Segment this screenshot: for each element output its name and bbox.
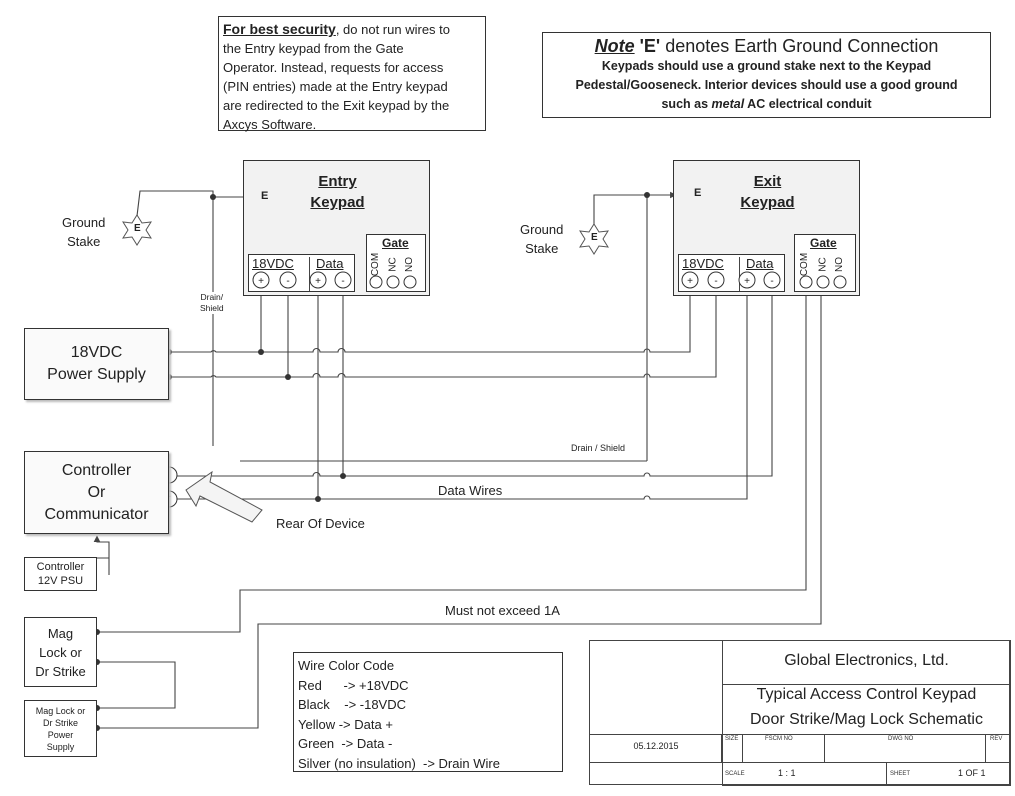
rev-label: REV (990, 736, 1003, 742)
entry-18vdc-label: 18VDC (252, 256, 294, 271)
exit-gate-block: Gate COM NC NO (794, 234, 856, 292)
title-block: Global Electronics, Ltd. Typical Access … (589, 640, 1011, 786)
controller-psu-wire (93, 535, 110, 575)
exit-terminal-block: 18VDC Data (678, 254, 785, 292)
controller-box: Controller Or Communicator (24, 451, 169, 534)
entry-ground-e: E (134, 223, 141, 234)
earth-line-3-post: AC electrical conduit (744, 97, 872, 111)
security-line-5: are redirected to the Exit keypad by the (223, 98, 450, 113)
exit-keypad: Exit Keypad E 18VDC Data Gate COM NC NO (673, 160, 860, 296)
drawing-title-2: Door Strike/Mag Lock Schematic (750, 711, 983, 728)
controller-minus-wire (177, 282, 773, 477)
exit-ground-wire (593, 191, 677, 230)
exit-gate-label: Gate (810, 236, 837, 250)
entry-earth-symbol: E (261, 190, 269, 202)
entry-gate-no: NO (404, 257, 415, 272)
wire-color-silver: Silver (no insulation) -> Drain Wire (298, 755, 500, 771)
entry-terminal-block: 18VDC Data (248, 254, 355, 292)
sheet-value: 1 OF 1 (958, 768, 986, 778)
entry-ground-wire (136, 191, 252, 217)
drain-shield-label: Drain / Shield (571, 443, 626, 453)
earth-line-3-pre: such as (661, 97, 712, 111)
exit-keypad-title-2: Keypad (740, 194, 795, 211)
entry-gate-com: COM (370, 252, 382, 277)
note-word: Note (594, 36, 635, 56)
mag-lock-psu-box: Mag Lock or Dr Strike Power Supply (24, 700, 97, 757)
drawing-date: 05.12.2015 (633, 741, 679, 751)
exit-gate-nc: NC (817, 257, 829, 272)
rear-of-device-label: Rear Of Device (276, 516, 365, 531)
wire-color-green: Green -> Data - (298, 736, 393, 751)
scale-value: 1 : 1 (778, 768, 796, 778)
earth-line-1: Keypads should use a ground stake next t… (601, 59, 932, 73)
exit-earth-symbol: E (694, 187, 702, 199)
entry-gate-nc: NC (387, 257, 399, 272)
drawing-title-1: Typical Access Control Keypad (756, 686, 977, 703)
earth-line-2: Pedestal/Gooseneck. Interior devices sho… (575, 78, 958, 92)
gate-nc-wire (97, 282, 822, 729)
data-wires-label: Data Wires (438, 483, 503, 498)
note-heading: denotes Earth Ground Connection (660, 36, 939, 56)
entry-gate-label: Gate (382, 236, 409, 250)
note-e: 'E' (639, 36, 661, 56)
exit-ground-stake-label: Ground Stake (520, 222, 564, 256)
drain-shield-label-vertical: Drain/ Shield (200, 292, 224, 314)
psu-positive-wire (169, 282, 691, 353)
exit-data-label: Data (746, 256, 774, 271)
scale-label: SCALE (725, 771, 745, 777)
entry-data-label: Data (316, 256, 344, 271)
exit-ground-star (579, 223, 609, 255)
security-line-2: the Entry keypad from the Gate (223, 41, 404, 56)
entry-keypad-title-1: Entry (318, 173, 357, 190)
exit-keypad-title-1: Exit (753, 173, 782, 190)
entry-ground-star (122, 214, 152, 246)
psu-negative-wire (169, 282, 717, 378)
sheet-label: SHEET (890, 771, 911, 777)
maglock-psu-wire (97, 661, 176, 709)
entry-ground-stake-label: Ground Stake (62, 215, 106, 249)
mag-lock-box: Mag Lock or Dr Strike (24, 617, 97, 687)
security-note: For best security, do not run wires to t… (218, 16, 486, 132)
power-supply-box: 18VDC Power Supply (24, 328, 169, 400)
wire-color-black: Black -> -18VDC (298, 697, 407, 712)
entry-keypad: Entry Keypad E 18VDC Data Gate COM NC NO (243, 160, 430, 296)
security-line-4: (PIN entries) made at the Entry keypad (223, 79, 448, 94)
wire-color-code: Wire Color Code Red -> +18VDC Black -> -… (293, 652, 563, 772)
wire-color-title: Wire Color Code (298, 658, 395, 673)
dwg-label: DWG NO (888, 736, 914, 742)
security-line-3: Operator. Instead, requests for access (223, 60, 444, 75)
earth-line-3-italic: metal (711, 97, 745, 111)
entry-gate-block: Gate COM NC NO (366, 234, 426, 292)
wire-color-yellow: Yellow -> Data + (298, 716, 393, 732)
rear-arrow (185, 470, 263, 523)
exit-gate-no: NO (834, 257, 845, 272)
gate-com-wire (97, 282, 807, 633)
entry-keypad-title-2: Keypad (310, 194, 365, 211)
security-line-6: Axcys Software. (223, 117, 317, 132)
controller-plus-wire (177, 282, 748, 500)
company-name: Global Electronics, Ltd. (784, 652, 949, 669)
controller-psu-box: Controller 12V PSU (24, 557, 97, 591)
earth-ground-note: Note 'E' denotes Earth Ground Connection… (542, 32, 991, 118)
fscm-label: FSCM NO (765, 736, 793, 742)
security-note-bold: For best security (223, 21, 336, 37)
must-not-exceed-label: Must not exceed 1A (445, 603, 560, 618)
security-line-1: , do not run wires to (335, 22, 450, 37)
exit-18vdc-label: 18VDC (682, 256, 724, 271)
exit-ground-e: E (591, 232, 598, 243)
wire-color-red: Red -> +18VDC (298, 677, 409, 693)
exit-gate-com: COM (799, 252, 811, 277)
size-label: SIZE (725, 736, 739, 742)
